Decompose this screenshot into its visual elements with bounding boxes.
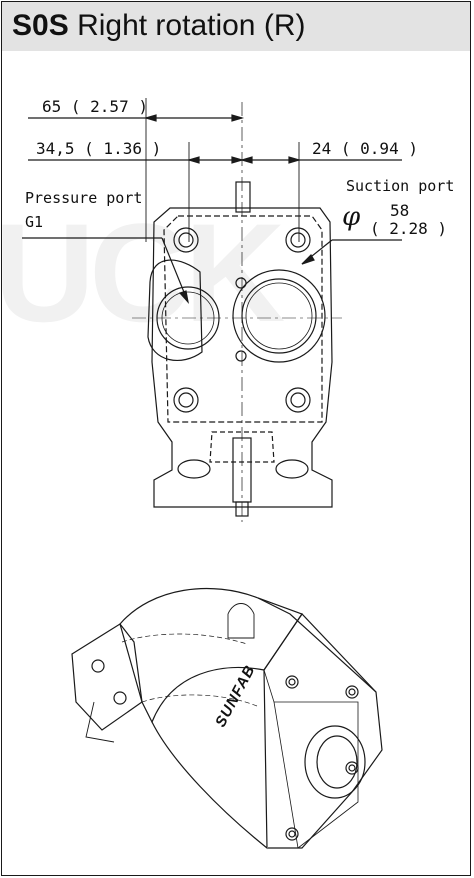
dim-pressure-offset: 34,5 ( 1.36 ) — [36, 139, 162, 158]
model-code: S0S — [12, 9, 69, 42]
suction-port-label: Suction port — [346, 177, 455, 195]
dim-suction-offset: 24 ( 0.94 ) — [312, 139, 418, 158]
dim-overall-width: 65 ( 2.57 ) — [42, 97, 148, 116]
isometric-view — [71, 588, 383, 850]
suction-diameter-mm: 58 — [390, 201, 410, 220]
page-title: S0S Right rotation (R) — [12, 6, 305, 46]
diameter-symbol: φ — [342, 202, 361, 232]
pressure-port-thread: G1 — [25, 213, 44, 231]
rotation-title: Right rotation (R) — [77, 9, 306, 42]
suction-diameter-in: ( 2.28 ) — [370, 219, 448, 238]
pressure-port-label: Pressure port — [25, 189, 143, 207]
watermark-text: UCK — [0, 194, 285, 351]
header-bar: S0S Right rotation (R) — [2, 2, 470, 51]
front-view — [132, 181, 342, 517]
dimension-lines — [22, 98, 402, 522]
